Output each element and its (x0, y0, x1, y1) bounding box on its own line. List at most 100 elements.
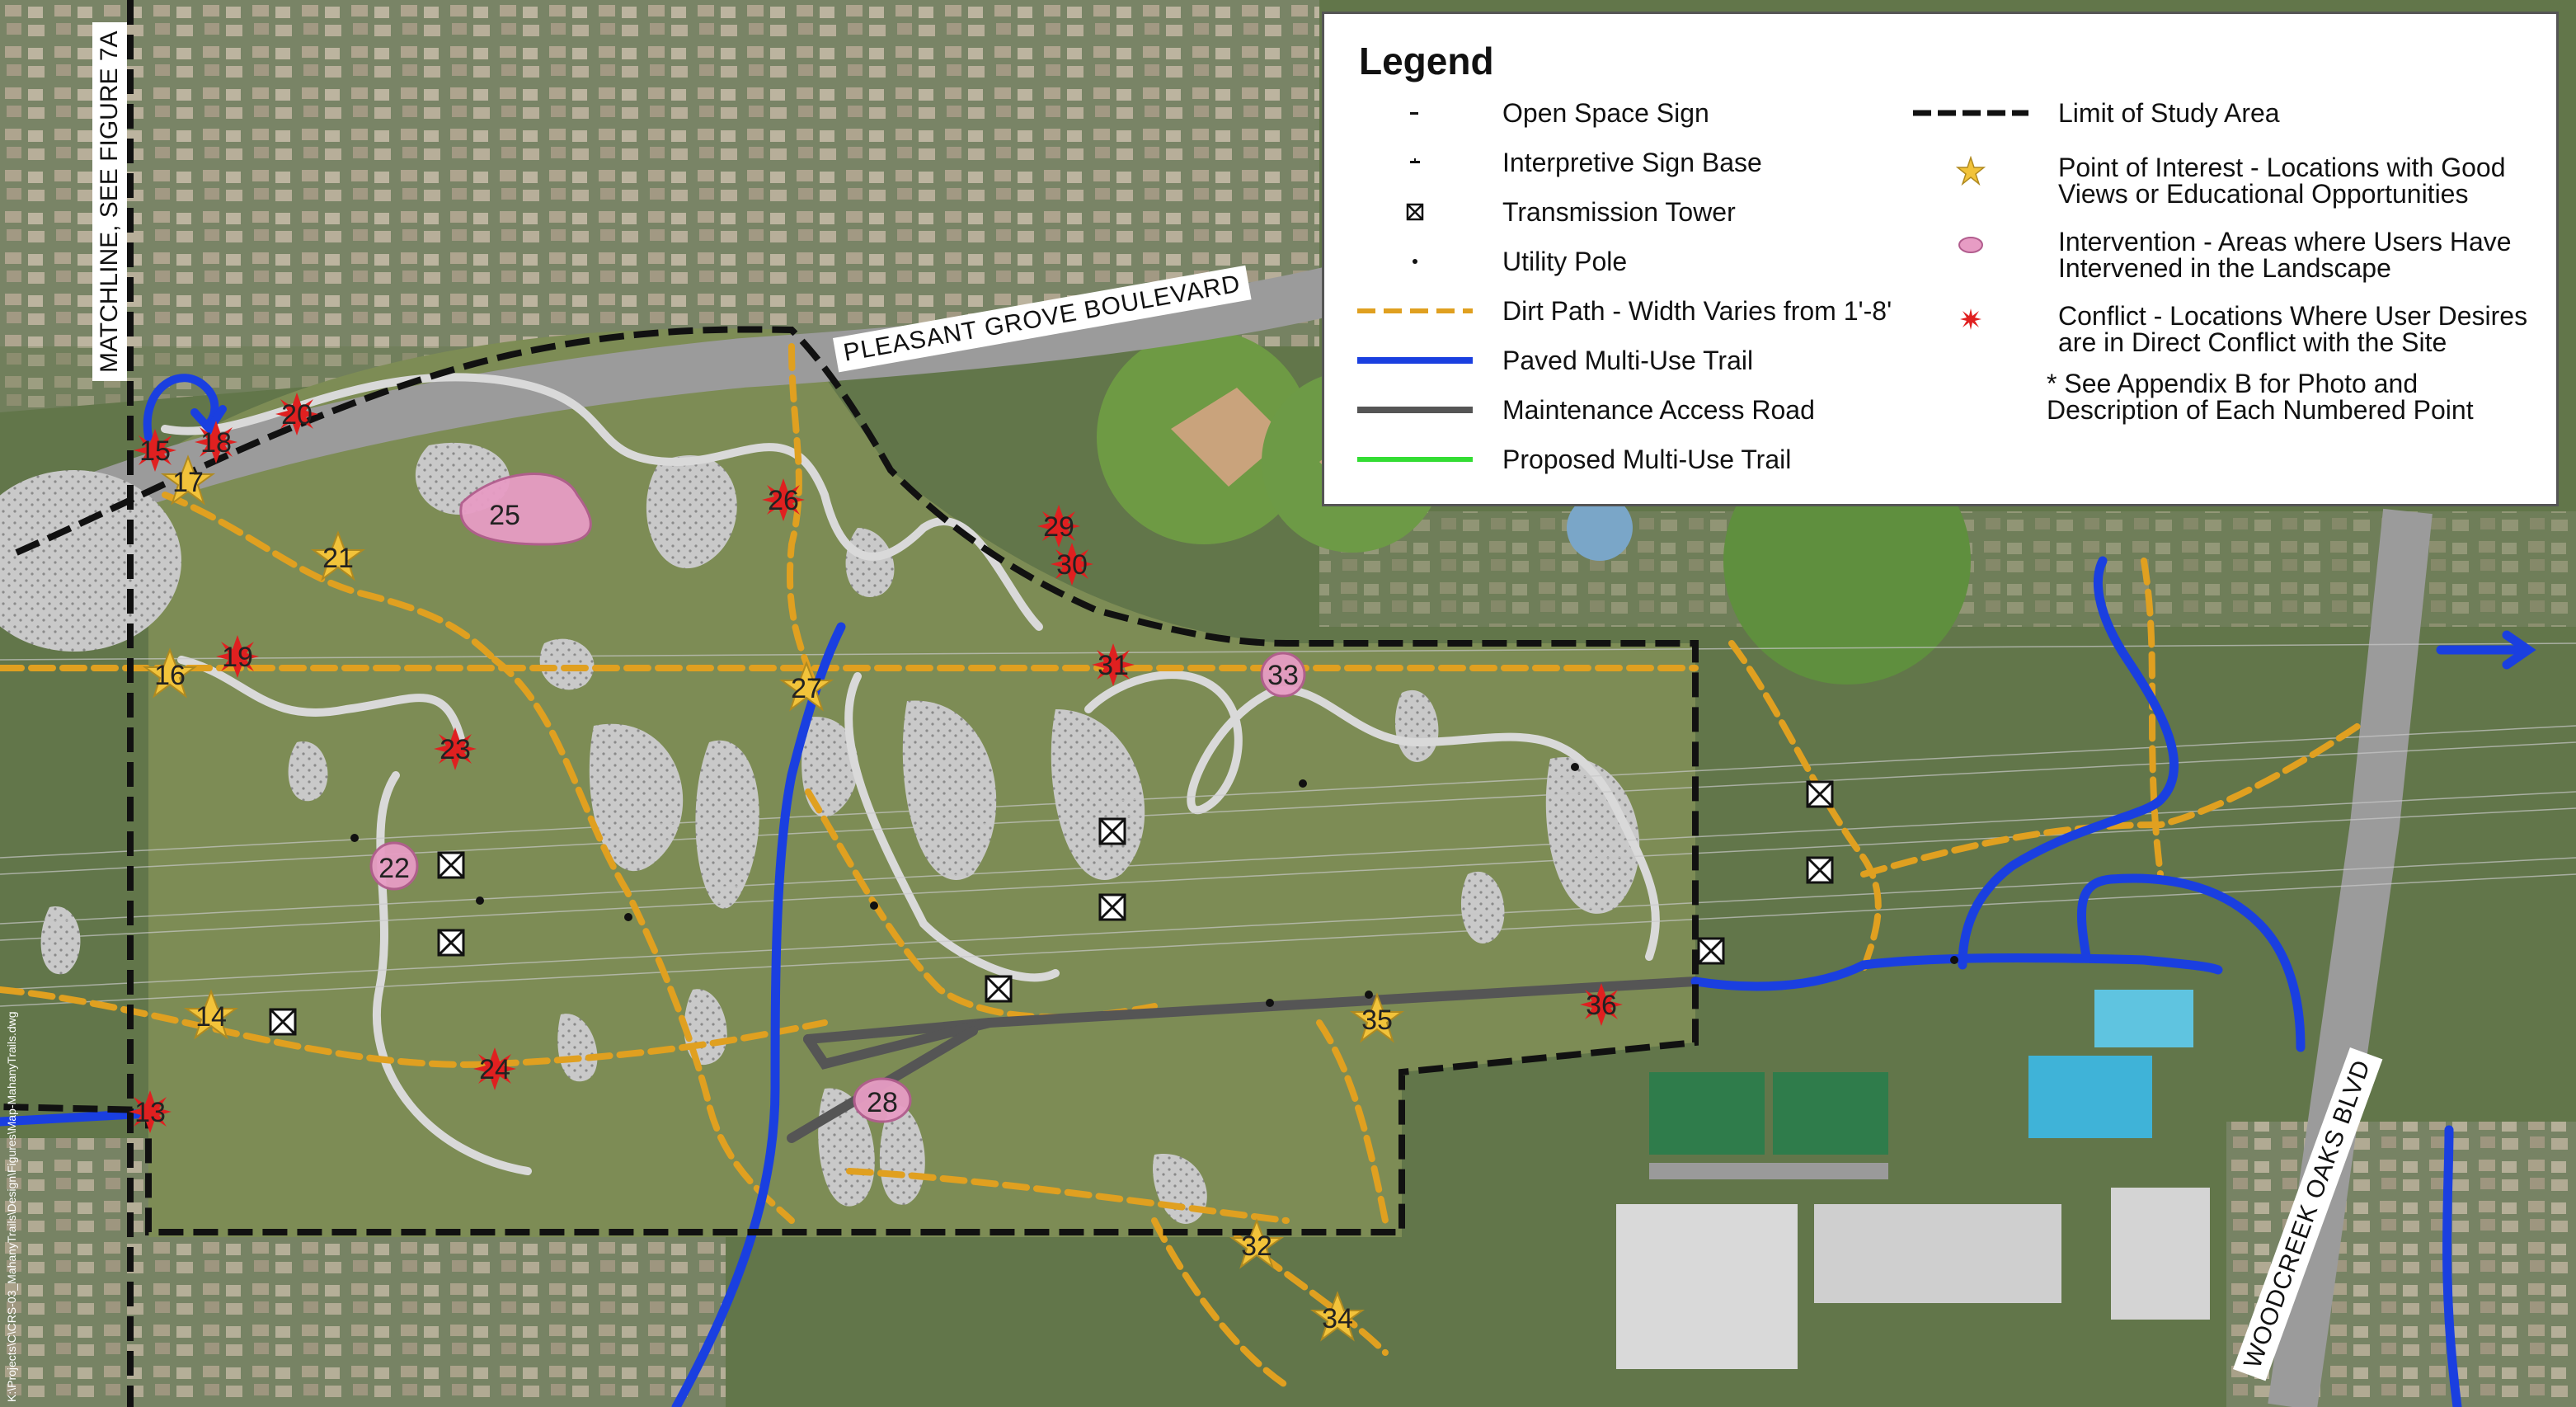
point-number: 33 (1267, 660, 1299, 691)
conflict-point-18: 18 (195, 421, 237, 464)
interest-point-35: 35 (1349, 992, 1405, 1043)
point-number: 14 (195, 1001, 227, 1033)
paved-trails (0, 556, 2536, 1407)
utility-poles (350, 763, 1958, 1007)
file-path-label: K:\Projects\C\CRS-03_MahanyTrails\Design… (5, 1011, 18, 1402)
legend-item-utility-pole: Utility Pole (1357, 245, 1627, 278)
utility-pole-icon (1357, 245, 1473, 278)
transmission-tower-icon (1357, 195, 1473, 228)
legend-label: Conflict - Locations Where User Desires … (2058, 301, 2528, 357)
open-space-sign-icon (1357, 96, 1473, 129)
conflict-burst-icon (1051, 543, 1093, 586)
interest-point-17: 17 (160, 454, 216, 506)
interest-point-34: 34 (1309, 1291, 1366, 1342)
point-number: 34 (1322, 1303, 1353, 1334)
point-number: 35 (1361, 1005, 1393, 1036)
legend-label: Limit of Study Area (2058, 98, 2280, 128)
legend-item-maintenance-road: Maintenance Access Road (1357, 393, 1815, 426)
proposed-trail-line-icon (1357, 443, 1473, 476)
conflict-burst-icon (134, 429, 176, 472)
point-number: 36 (1586, 990, 1617, 1021)
study-area-limit (0, 0, 1699, 1407)
point-number: 20 (281, 399, 313, 431)
legend-item-open-space-sign: Open Space Sign (1357, 96, 1709, 129)
legend-label: Maintenance Access Road (1502, 395, 1815, 425)
conflict-point-31: 31 (1092, 643, 1135, 686)
conflict-point-29: 29 (1037, 505, 1080, 548)
point-number: 24 (479, 1054, 510, 1085)
dirt-paths (0, 343, 2362, 1389)
informal-paths (161, 373, 1660, 1175)
transmission-towers (269, 780, 1834, 1036)
pond (0, 470, 181, 652)
conflict-burst-icon (1913, 303, 2028, 336)
conflict-point-20: 20 (275, 393, 318, 435)
conflict-point-19: 19 (216, 635, 259, 678)
legend-item-transmission-tower: Transmission Tower (1357, 195, 1736, 228)
poi-star-icon (160, 454, 216, 506)
legend-label: Intervention - Areas where Users Have In… (2058, 227, 2512, 283)
maintenance-road-line-icon (1357, 393, 1473, 426)
matchline-label: MATCHLINE, SEE FIGURE 7A (92, 22, 127, 381)
legend-label: Point of Interest - Locations with Good … (2058, 153, 2506, 209)
conflict-point-15: 15 (134, 429, 176, 472)
appendix-note: * See Appendix B for Photo and Descripti… (2047, 369, 2474, 425)
legend-item-study-limit: Limit of Study Area (1913, 96, 2280, 129)
point-number: 23 (440, 734, 471, 765)
legend-label: Interpretive Sign Base (1502, 148, 1762, 177)
legend-label: Utility Pole (1502, 247, 1628, 276)
conflict-burst-icon (1037, 505, 1080, 548)
legend-item-conflict: Conflict - Locations Where User Desires … (1913, 303, 2527, 355)
legend-label: Proposed Multi-Use Trail (1502, 445, 1792, 474)
point-number: 32 (1241, 1231, 1272, 1262)
conflict-burst-icon (275, 393, 318, 435)
legend-title: Legend (1359, 40, 1494, 82)
intervention-point-22: 22 (378, 853, 410, 884)
school-campus (1616, 990, 2210, 1369)
interest-point-32: 32 (1229, 1218, 1285, 1269)
poi-star-icon (1913, 154, 2028, 187)
legend-item-dirt-path: Dirt Path - Width Varies from 1'-8' (1357, 294, 1892, 327)
interest-point-16: 16 (142, 647, 198, 699)
intervention-areas (369, 473, 1306, 1123)
intervention-point-28: 28 (867, 1087, 898, 1118)
legend-label: Paved Multi-Use Trail (1502, 346, 1754, 375)
interest-point-27: 27 (778, 661, 834, 712)
conflict-burst-icon (216, 635, 259, 678)
legend-item-intervention: Intervention - Areas where Users Have In… (1913, 228, 2512, 281)
conflict-point-36: 36 (1580, 983, 1623, 1026)
dirt-path-line-icon (1357, 294, 1473, 327)
point-number: 15 (139, 435, 171, 467)
point-number: 17 (172, 467, 204, 498)
interest-point-21: 21 (310, 530, 366, 581)
conflict-burst-icon (473, 1047, 516, 1090)
point-number: 29 (1043, 511, 1074, 543)
intervention-point-25: 25 (489, 500, 520, 531)
legend-item-paved-trail: Paved Multi-Use Trail (1357, 344, 1753, 377)
point-number: 28 (867, 1087, 898, 1118)
point-number: 27 (791, 673, 822, 704)
legend-item-point-of-interest: Point of Interest - Locations with Good … (1913, 154, 2506, 207)
point-number: 19 (222, 642, 253, 673)
poi-star-icon (1309, 1291, 1366, 1342)
conflict-point-24: 24 (473, 1047, 516, 1090)
poi-star-icon (310, 530, 366, 581)
conflict-burst-icon (762, 478, 805, 521)
study-limit-line-icon (1913, 96, 2028, 129)
legend-label: Open Space Sign (1502, 98, 1709, 128)
intervention-ellipse-icon (1913, 228, 2028, 261)
conflict-burst-icon (195, 421, 237, 464)
legend-item-proposed-trail: Proposed Multi-Use Trail (1357, 443, 1791, 476)
legend-item-interpretive-sign: Interpretive Sign Base (1357, 146, 1762, 179)
poi-star-icon (778, 661, 834, 712)
poi-star-icon (142, 647, 198, 699)
point-number: 31 (1098, 650, 1129, 681)
poi-star-icon (1349, 992, 1405, 1043)
interpretive-sign-icon (1357, 146, 1473, 179)
point-number: 25 (489, 500, 520, 531)
point-number: 30 (1056, 549, 1088, 581)
point-number: 21 (322, 543, 354, 574)
conflict-point-13: 13 (129, 1090, 172, 1133)
point-number: 18 (200, 427, 232, 459)
point-number: 13 (134, 1097, 166, 1128)
